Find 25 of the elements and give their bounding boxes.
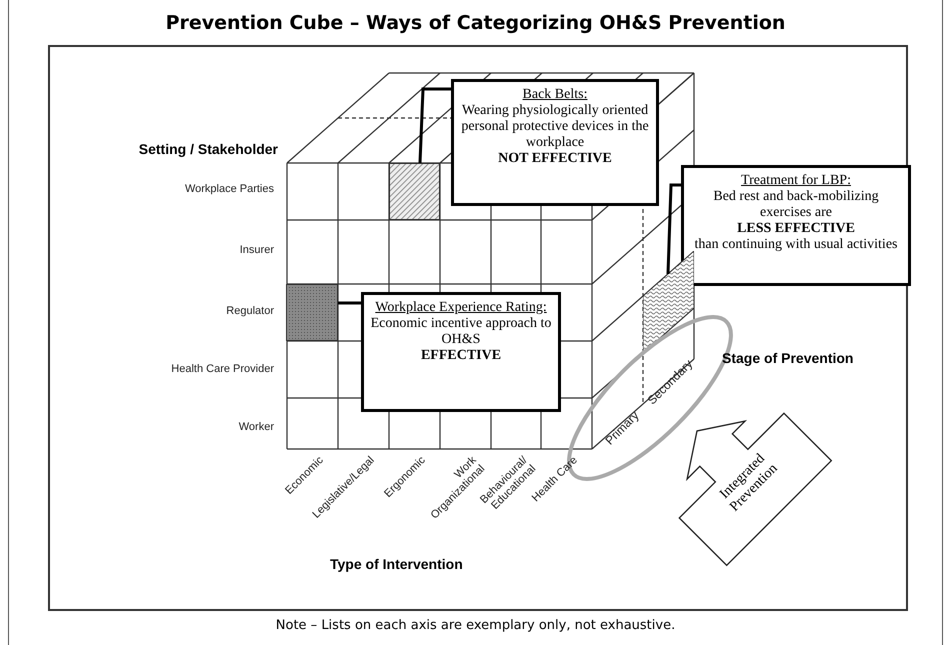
callout-box [361, 292, 561, 412]
callout-box [451, 79, 659, 206]
title: Prevention Cube – Ways of Categorizing OH&S Prevention [164, 12, 786, 34]
callout-heading: Treatment for LBP: [740, 173, 852, 190]
callout-text: Bed rest and back-mobilizing exercises are LESS EFFECTIVE than continuing with usual activities [694, 189, 898, 254]
axis-title: Stage of Prevention [722, 350, 854, 366]
callout-text: Economic incentive approach to OH&S EFFECTIVE [370, 316, 552, 364]
row-label: Worker [238, 421, 274, 433]
patterned-cell [643, 251, 694, 353]
axis-title: Setting / Stakeholder [138, 141, 278, 157]
axis-title: Type of Intervention [330, 556, 463, 572]
leader-line [666, 184, 681, 274]
leader-line [338, 302, 361, 304]
row-label: Health Care Provider [171, 363, 274, 375]
leader-line [418, 88, 451, 164]
callout-text: Wearing physiologically oriented personal protective devices in the workplace NOT EFFECTIVE [460, 103, 650, 168]
shaded-cell [286, 284, 338, 341]
row-label: Workplace Parties [184, 183, 274, 195]
row-label: Regulator [226, 305, 274, 317]
hatched-cell [389, 163, 440, 220]
callout-box [681, 165, 911, 286]
callout-heading: Back Belts: [522, 87, 588, 104]
callout-heading: Workplace Experience Rating: [374, 300, 548, 316]
row-label: Insurer [240, 244, 274, 256]
caption: Note – Lists on each axis are exemplary only, not exhaustive. [274, 618, 676, 633]
